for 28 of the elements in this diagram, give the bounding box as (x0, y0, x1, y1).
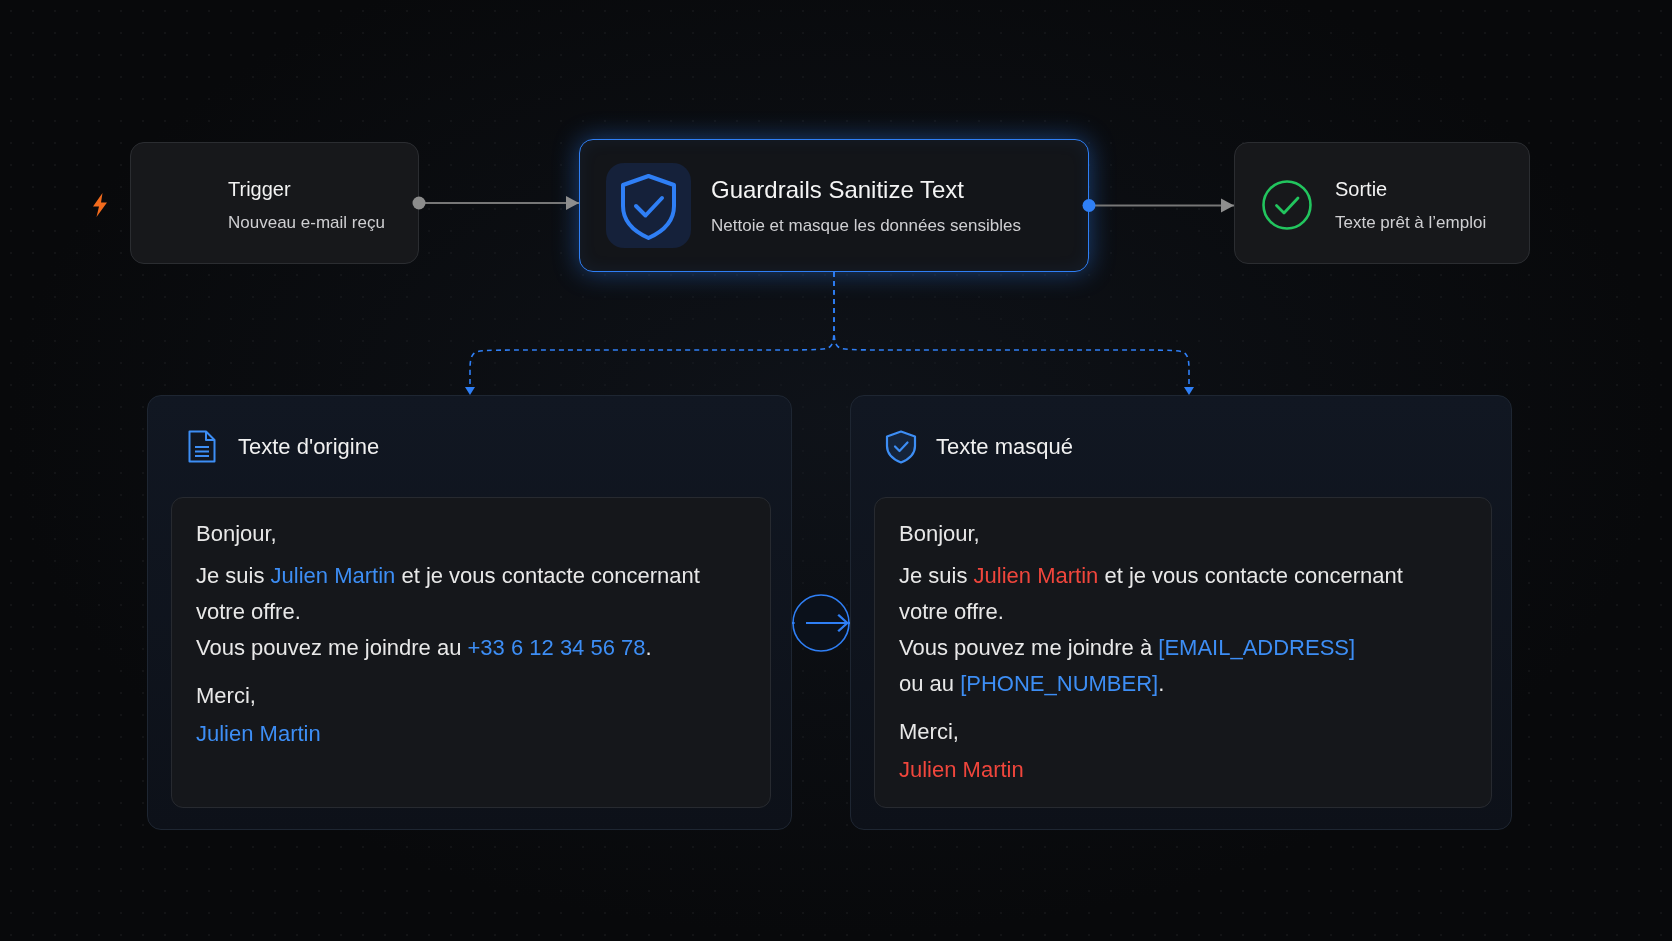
node-card (1234, 142, 1530, 264)
text-panel (850, 395, 1512, 830)
node-card (130, 142, 419, 264)
node-card (579, 139, 1089, 272)
panel-title: Texte d'origine (238, 433, 380, 461)
node-subtitle: Texte prêt à l’emploi (1335, 212, 1487, 234)
dashed-arrow (833, 271, 1194, 396)
node-title: Trigger (228, 176, 291, 202)
node-subtitle: Nouveau e-mail reçu (228, 212, 385, 234)
arrow (412, 196, 580, 210)
message-text: Merci, (899, 718, 960, 746)
message-text: Bonjour, (196, 520, 278, 548)
text-panel (147, 395, 792, 830)
message-text: Vous pouvez me joindre au +33 6 12 34 56 78. (196, 634, 653, 662)
node-subtitle: Nettoie et masque les données sensibles (711, 215, 1021, 237)
arrow (1082, 198, 1235, 213)
message-box (171, 497, 771, 808)
message-text: Merci, (196, 682, 257, 710)
message-text: Julien Martin (899, 756, 1025, 784)
panel-title: Texte masqué (936, 433, 1073, 461)
message-text: Vous pouvez me joindre à [EMAIL_ADDRESS] ou au [PHONE_NUMBER]. (899, 634, 1357, 698)
node-title: Guardrails Sanitize Text (711, 175, 964, 205)
message-text: Julien Martin (196, 720, 322, 748)
message-text: Je suis Julien Martin et je vous contacte concernant votre offre. (899, 562, 1404, 626)
message-text: Bonjour, (899, 520, 981, 548)
node-title: Sortie (1335, 176, 1388, 202)
message-box (874, 497, 1492, 808)
message-text: Je suis Julien Martin et je vous contacte concernant votre offre. (196, 562, 701, 626)
